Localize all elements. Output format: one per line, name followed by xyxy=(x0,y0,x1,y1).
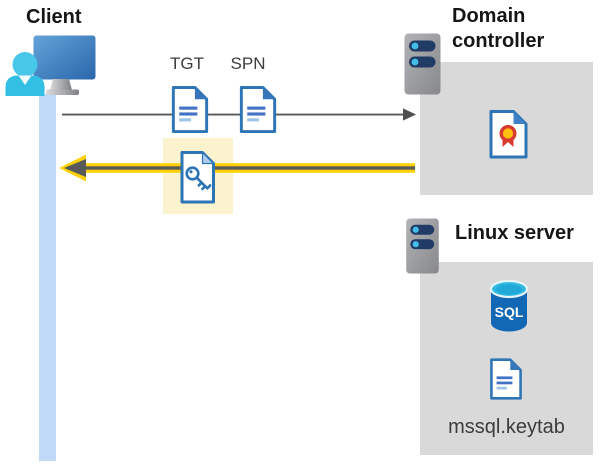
monitor-screen xyxy=(33,35,96,80)
monitor-base xyxy=(46,89,79,95)
response-arrow-icon xyxy=(59,154,415,182)
sql-database-icon: SQL xyxy=(489,280,529,332)
server-icon xyxy=(404,33,441,95)
person-body xyxy=(5,75,45,96)
tgt-document-icon xyxy=(171,86,209,133)
person-collar xyxy=(18,75,32,85)
server-icon xyxy=(406,218,439,274)
spn-label: SPN xyxy=(230,54,266,73)
linux-server-title: Linux server xyxy=(455,222,574,244)
client-title: Client xyxy=(26,6,82,28)
user-at-monitor-icon xyxy=(5,35,96,96)
keytab-document-icon xyxy=(490,358,522,400)
person-head xyxy=(12,52,38,77)
key-document-icon xyxy=(180,151,215,204)
certificate-icon xyxy=(489,110,528,159)
tgt-label: TGT xyxy=(170,54,204,73)
sql-label: SQL xyxy=(495,304,524,320)
keytab-filename: mssql.keytab xyxy=(448,416,565,438)
spn-document-icon xyxy=(239,86,277,133)
client-timeline-bar xyxy=(39,94,56,461)
domain-controller-title: Domain controller xyxy=(452,5,545,52)
request-arrow-icon xyxy=(62,108,416,121)
monitor-stand xyxy=(50,79,72,90)
